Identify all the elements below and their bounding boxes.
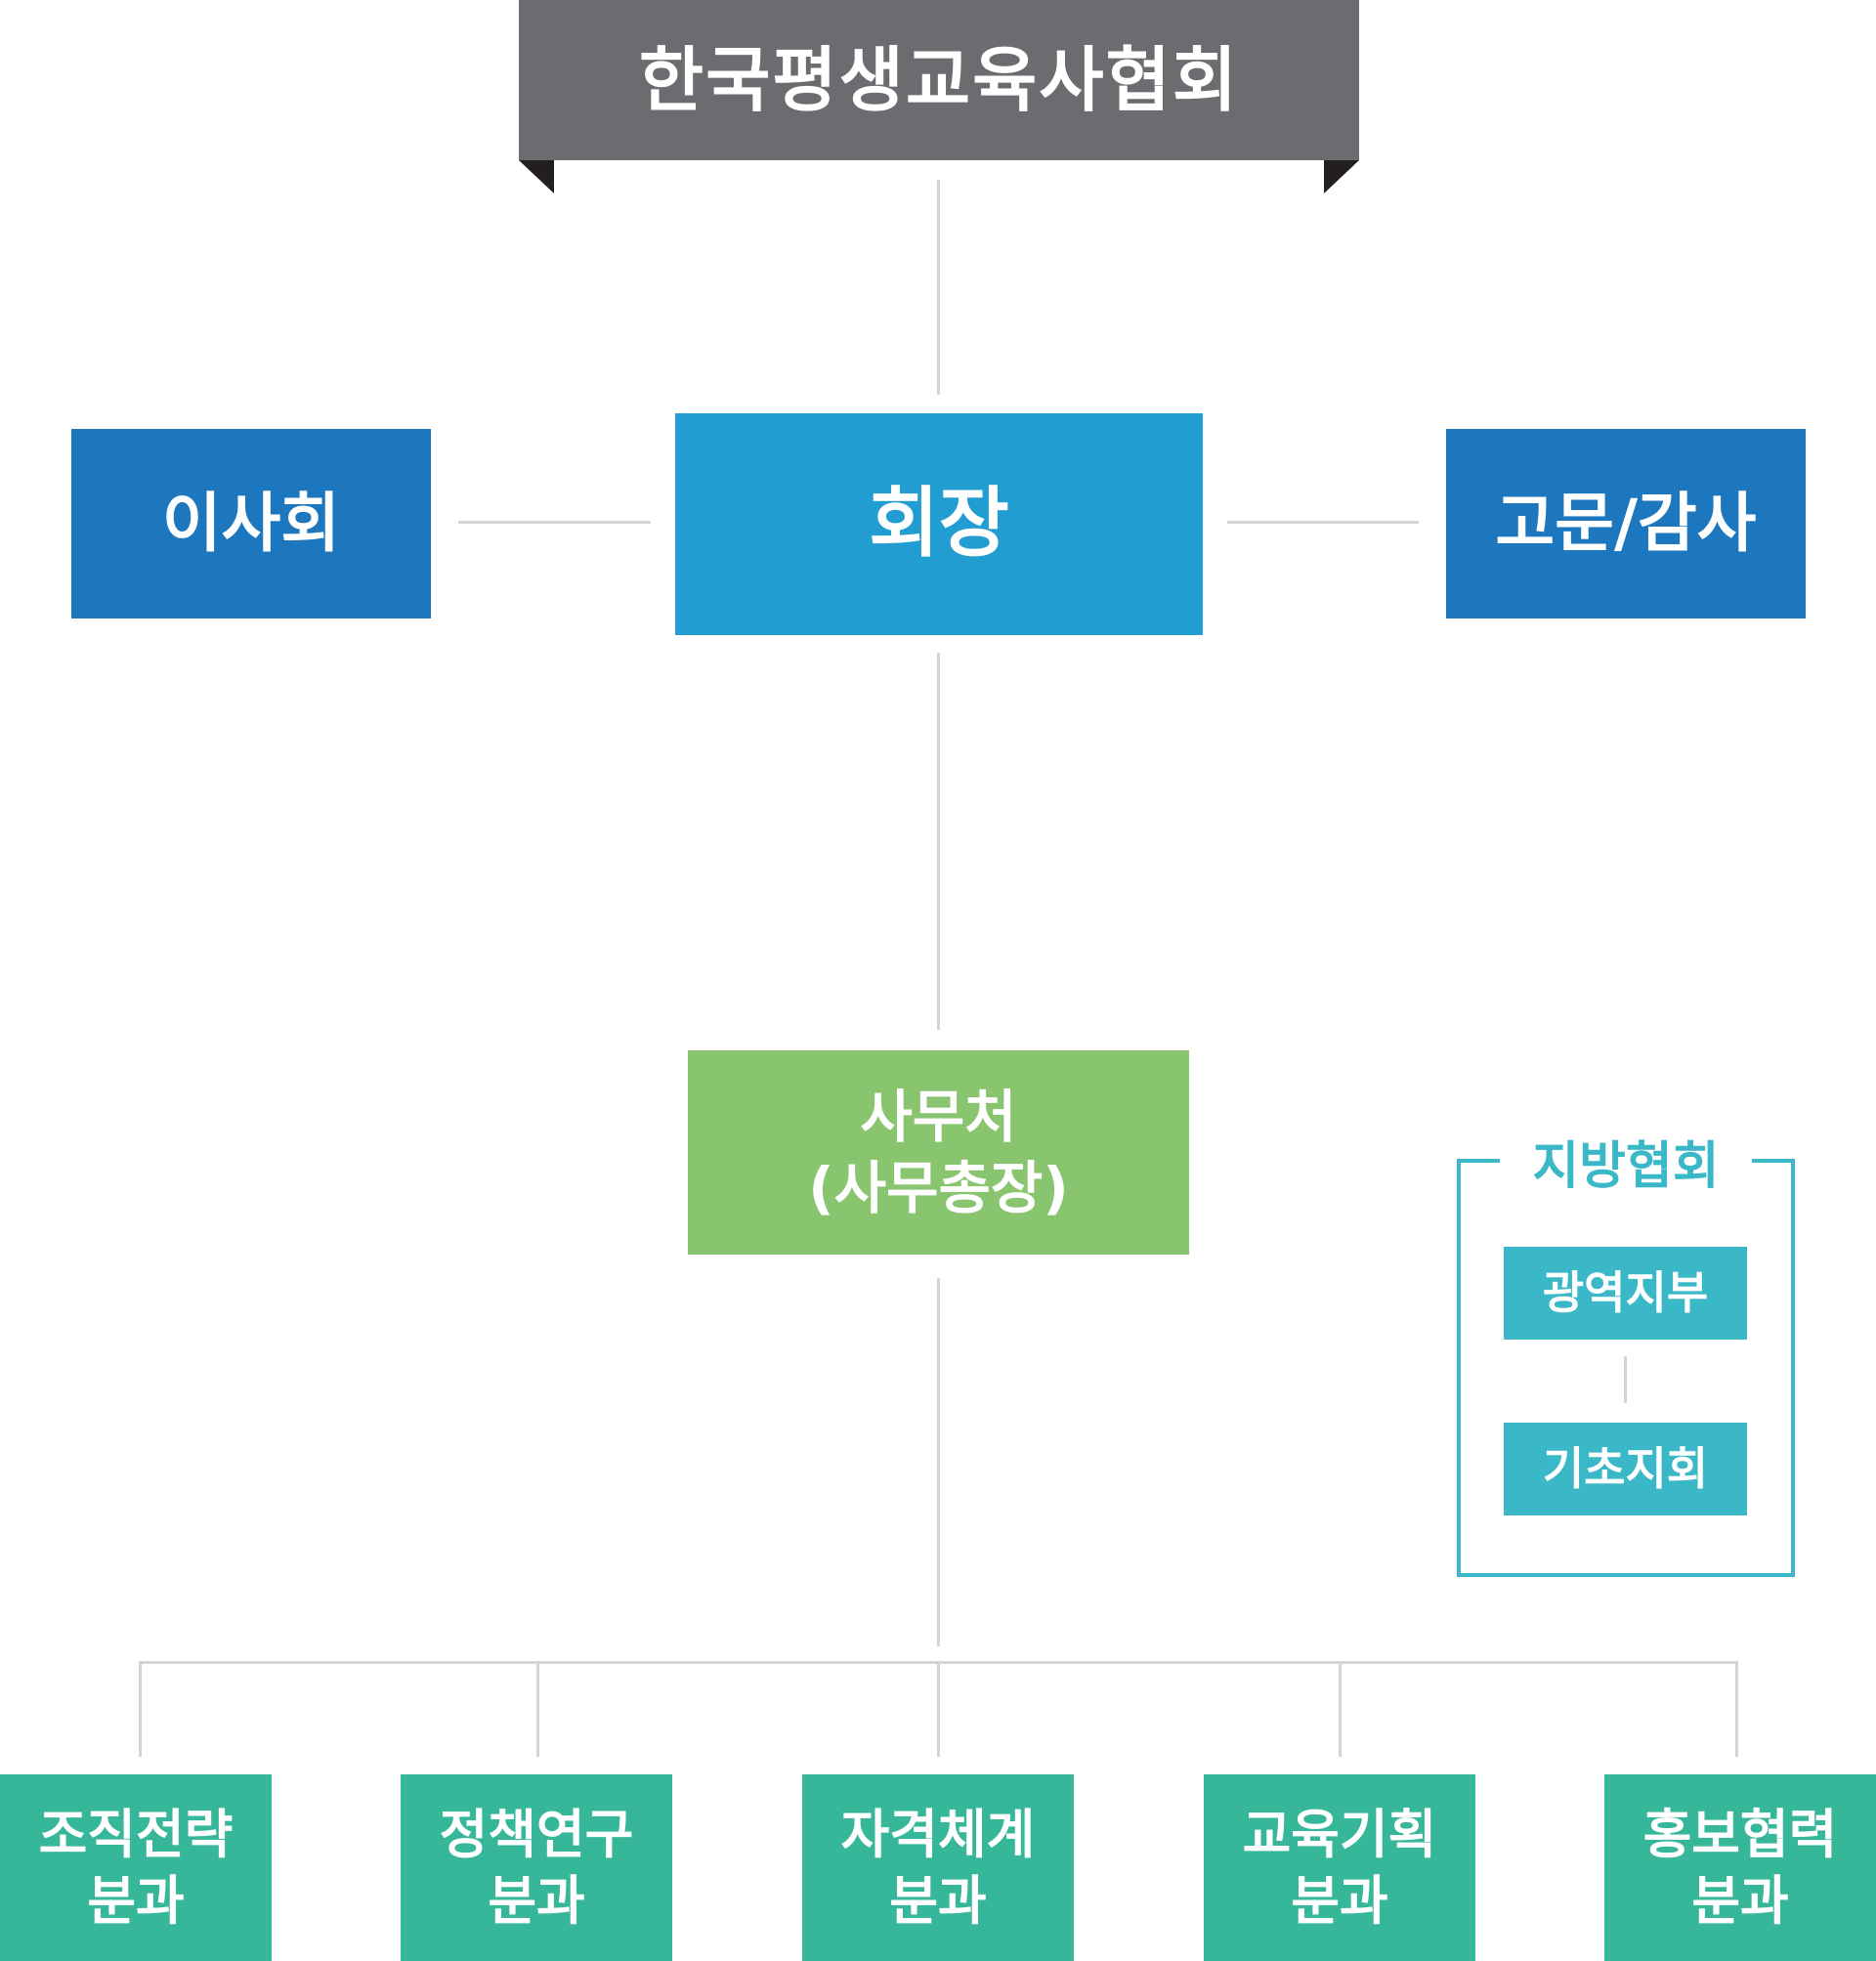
connector-dept-4 — [1339, 1661, 1342, 1757]
organization-title-banner: 한국평생교육사협회 — [519, 0, 1359, 160]
board-label: 이사회 — [161, 485, 341, 561]
connector-president-secretariat — [937, 653, 940, 1030]
secretary-general-label: (사무총장) — [808, 1154, 1069, 1221]
metro-branch-box: 광역지부 — [1504, 1247, 1747, 1340]
connector-secretariat-departments — [937, 1278, 940, 1646]
organization-title: 한국평생교육사협회 — [638, 39, 1240, 121]
department-suffix: 분과 — [87, 1869, 185, 1932]
department-name: 정책연구 — [439, 1804, 634, 1865]
secretariat-label: 사무처 — [860, 1084, 1017, 1150]
department-name: 홍보협력 — [1642, 1804, 1838, 1865]
department-name: 자격체계 — [840, 1804, 1036, 1865]
local-chapter-label: 기초지회 — [1542, 1441, 1709, 1495]
department-box-qualification-system: 자격체계 분과 — [802, 1774, 1074, 1961]
department-name: 교육기획 — [1242, 1804, 1437, 1865]
connector-president-advisor — [1227, 521, 1419, 524]
department-suffix: 분과 — [1291, 1869, 1388, 1932]
advisor-audit-box: 고문/감사 — [1446, 429, 1806, 618]
department-box-education-planning: 교육기획 분과 — [1204, 1774, 1475, 1961]
advisor-audit-label: 고문/감사 — [1495, 485, 1757, 561]
local-chapter-box: 기초지회 — [1504, 1423, 1747, 1515]
department-suffix: 분과 — [488, 1869, 585, 1932]
department-suffix: 분과 — [889, 1869, 987, 1932]
department-suffix: 분과 — [1691, 1869, 1789, 1932]
connector-dept-3 — [937, 1661, 940, 1757]
president-label: 회장 — [869, 479, 1009, 568]
connector-metro-local — [1624, 1356, 1627, 1403]
president-box: 회장 — [675, 413, 1203, 635]
connector-dept-1 — [139, 1661, 142, 1757]
connector-title-president — [937, 180, 940, 395]
banner-fold-right — [1324, 160, 1359, 193]
connector-board-president — [458, 521, 651, 524]
banner-fold-left — [519, 160, 554, 193]
department-box-organization-strategy: 조직전략 분과 — [0, 1774, 272, 1961]
metro-branch-label: 광역지부 — [1542, 1265, 1709, 1319]
regional-association-title: 지방협회 — [1500, 1126, 1752, 1196]
secretariat-box: 사무처 (사무총장) — [688, 1050, 1189, 1255]
board-box: 이사회 — [71, 429, 431, 618]
department-box-policy-research: 정책연구 분과 — [401, 1774, 672, 1961]
department-name: 조직전략 — [38, 1804, 234, 1865]
connector-dept-2 — [536, 1661, 539, 1757]
connector-dept-5 — [1735, 1661, 1738, 1757]
department-box-pr-cooperation: 홍보협력 분과 — [1604, 1774, 1876, 1961]
